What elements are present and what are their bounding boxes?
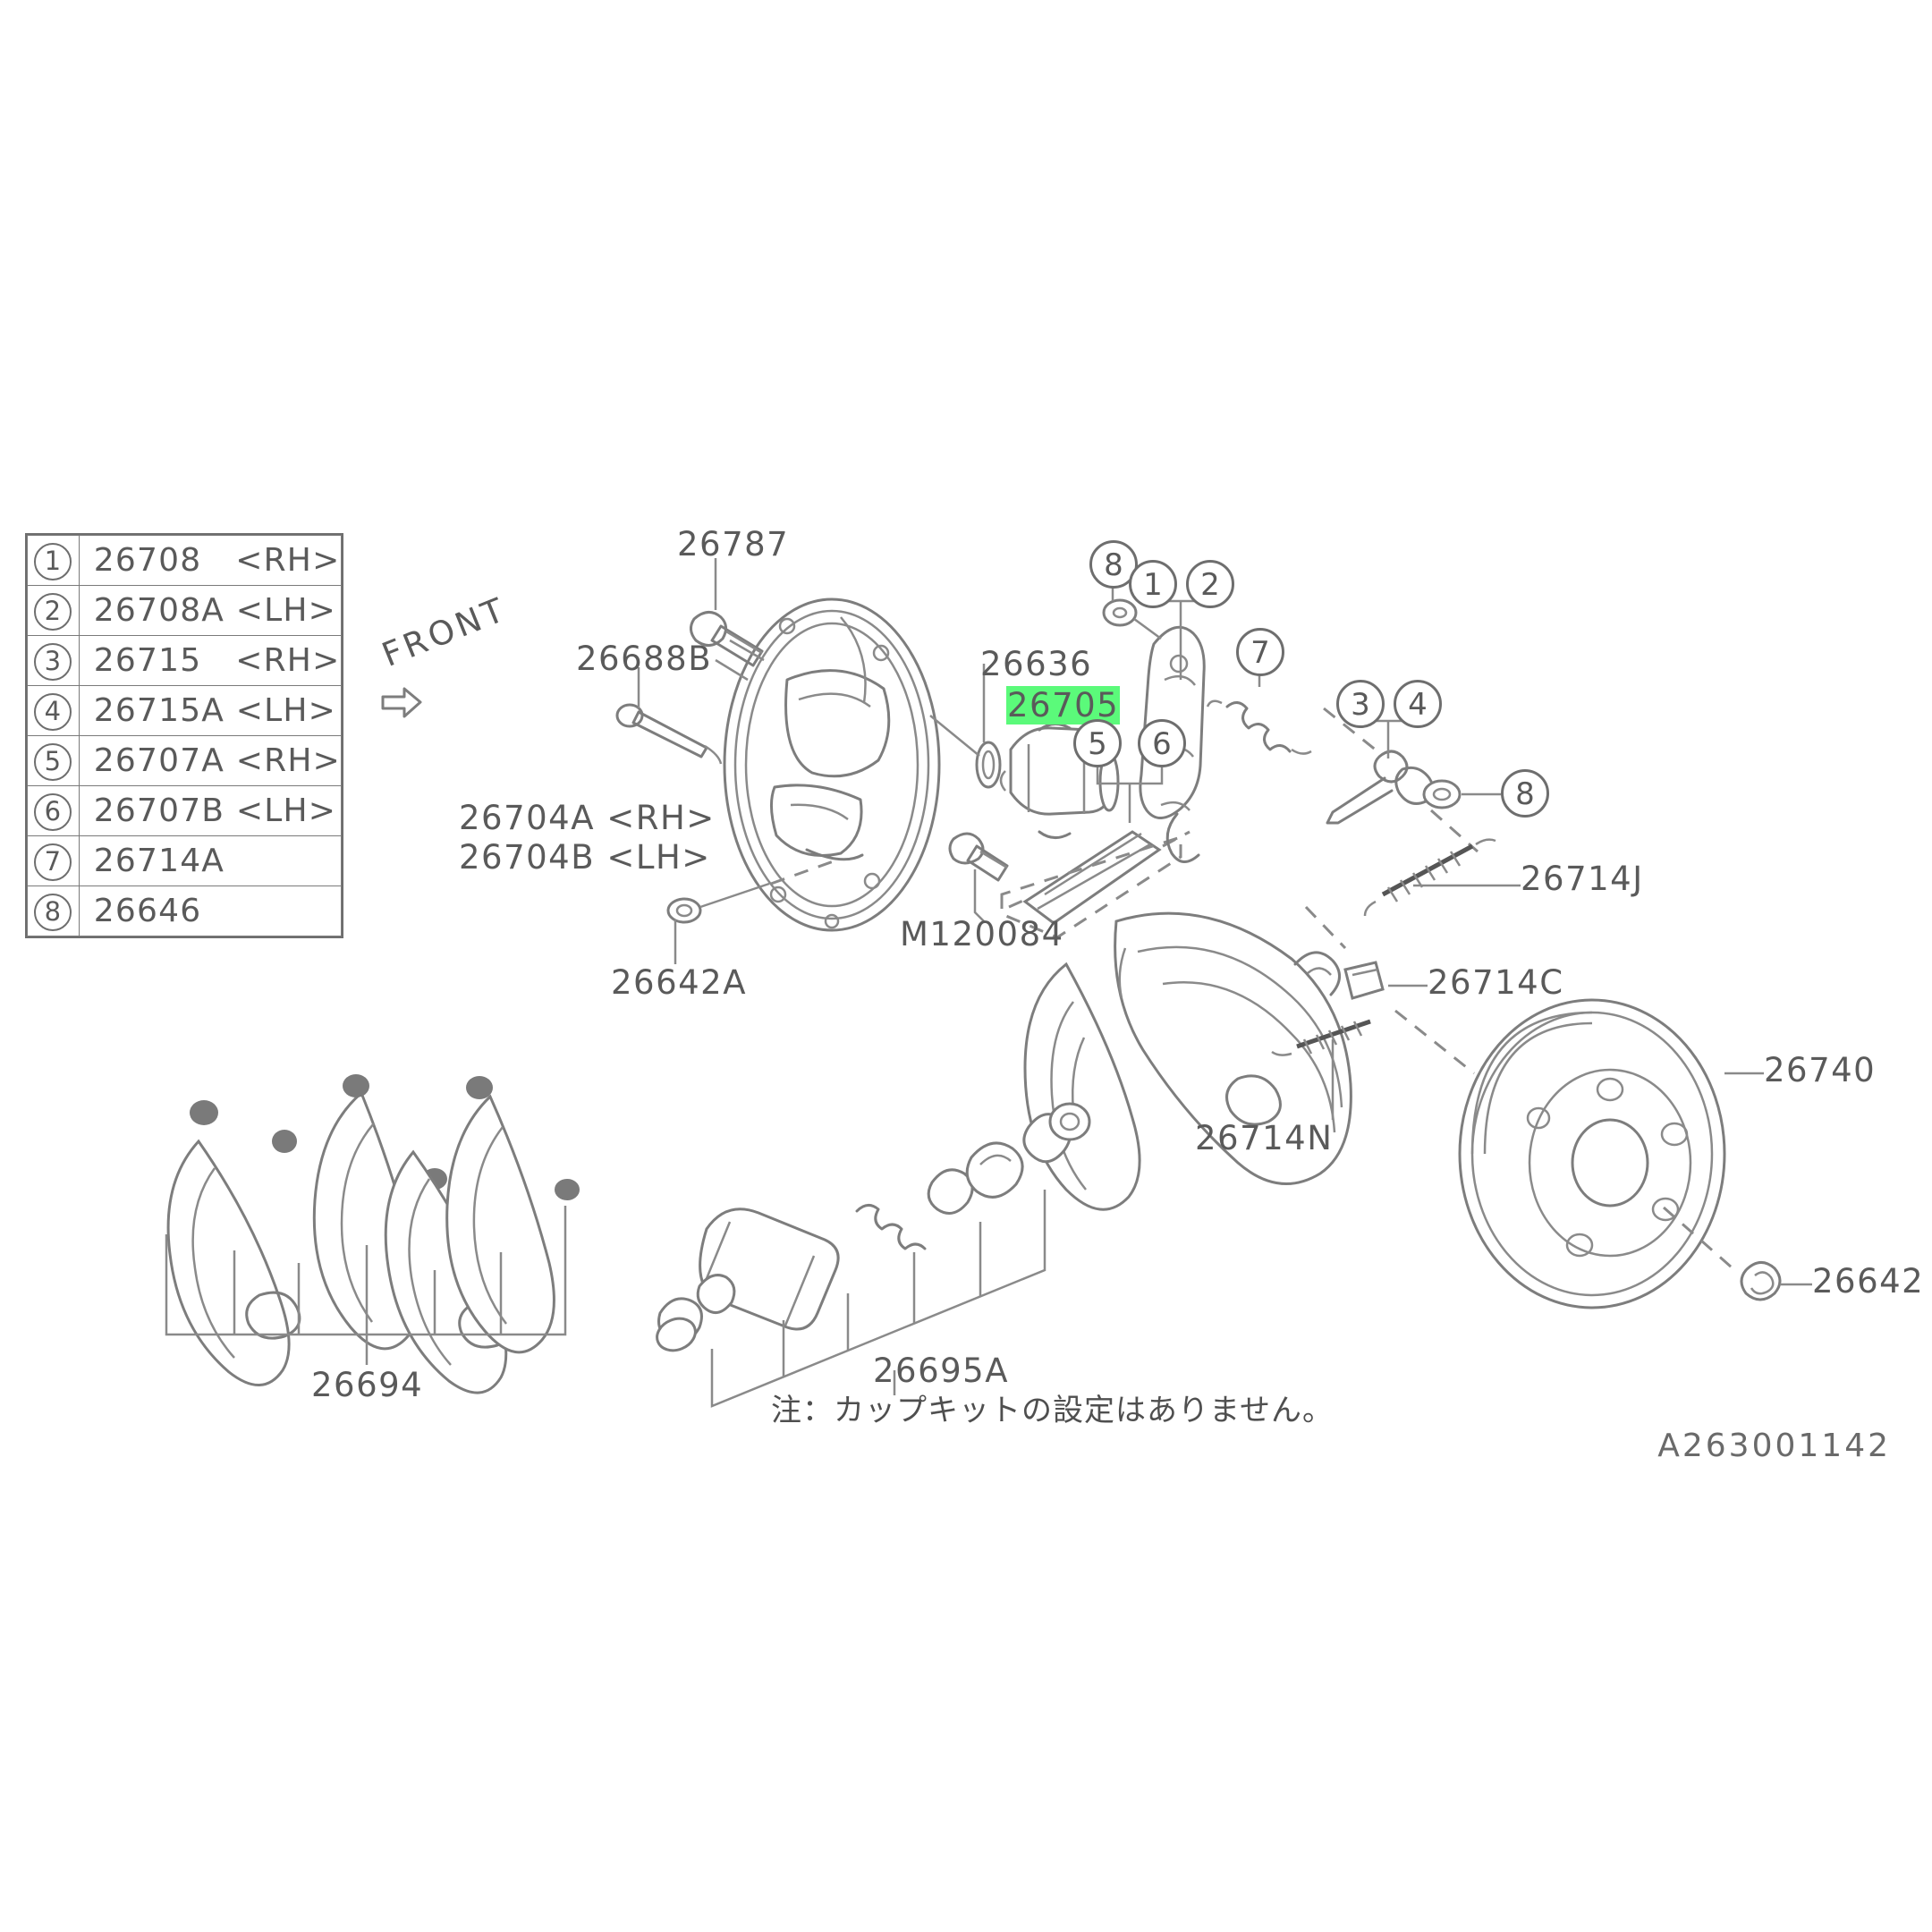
callout-7: 7: [1236, 628, 1284, 676]
clip-26714C: [1304, 905, 1385, 1000]
label-26714N: 26714N: [1195, 1119, 1334, 1157]
brake-drum-26740: [1394, 998, 1726, 1309]
legend-index-4: 4: [27, 685, 80, 736]
legend-part-6: 26707B <LH>: [78, 785, 343, 836]
strut-bar-assembly: [1000, 830, 1191, 939]
clip-26642A: [666, 857, 842, 924]
label-26636: 26636: [980, 645, 1093, 683]
note-japanese: 注：カップキットの設定はありません。: [771, 1393, 1334, 1428]
legend-part-8: 26646: [78, 886, 343, 936]
table-row: 7 26714A: [27, 835, 343, 886]
adjuster-assembly-26715: [1323, 707, 1479, 853]
callout-4: 4: [1394, 680, 1442, 728]
label-26704B: 26704B <LH>: [459, 838, 711, 877]
diagram-code: A263001142: [1657, 1428, 1891, 1464]
legend-index-5: 5: [27, 735, 80, 786]
callout-3: 3: [1336, 680, 1385, 728]
spring-26714N: [1271, 1019, 1371, 1056]
label-26642A: 26642A: [611, 963, 748, 1002]
leader-M120084: [973, 869, 985, 922]
pin-26688B: [615, 703, 723, 765]
label-26642: 26642: [1812, 1262, 1925, 1301]
nut-26642: [1663, 1206, 1782, 1301]
spring-26714J: [1363, 838, 1496, 917]
legend-index-6: 6: [27, 785, 80, 836]
wheel-cylinder-exploded-26695A: [656, 1102, 1091, 1408]
seal-26636: [975, 741, 1002, 789]
callout-2: 2: [1186, 560, 1234, 608]
table-row: 4 26715A <LH>: [27, 685, 343, 736]
label-26688B: 26688B: [576, 640, 713, 678]
leader-26636-b: [929, 715, 980, 757]
table-row: 1 26708 <RH>: [27, 535, 343, 586]
legend-index-1: 1: [27, 535, 80, 586]
legend-index-3: 3: [27, 635, 80, 686]
label-26740: 26740: [1764, 1051, 1877, 1089]
brake-shoe-set-26694: [165, 1074, 580, 1394]
callout-5: 5: [1073, 719, 1122, 767]
washer-26646-top: [1102, 598, 1162, 640]
table-row: 3 26715 <RH>: [27, 635, 343, 686]
legend-part-1: 26708 <RH>: [78, 535, 343, 586]
label-26695A: 26695A: [873, 1352, 1010, 1390]
legend-part-2: 26708A <LH>: [78, 585, 343, 636]
label-26787: 26787: [677, 525, 790, 564]
legend-index-7: 7: [27, 835, 80, 886]
legend-part-7: 26714A: [78, 835, 343, 886]
label-26714J: 26714J: [1521, 860, 1644, 898]
bolt-M120084: [948, 832, 1009, 882]
callout-8-right: 8: [1501, 769, 1549, 818]
table-row: 5 26707A <RH>: [27, 735, 343, 786]
legend-part-4: 26715A <LH>: [78, 685, 343, 736]
table-row: 8 26646: [27, 886, 343, 936]
legend-part-3: 26715 <RH>: [78, 635, 343, 686]
callout-6: 6: [1138, 719, 1186, 767]
label-26704A: 26704A <RH>: [459, 799, 716, 837]
spring-26714A: [1206, 699, 1312, 755]
legend-index-8: 8: [27, 886, 80, 936]
parts-legend-table: 1 26708 <RH> 2 26708A <LH> 3 26715 <RH> …: [25, 533, 343, 938]
table-row: 2 26708A <LH>: [27, 585, 343, 636]
front-direction-arrow: [381, 687, 422, 718]
label-M120084: M120084: [900, 915, 1064, 953]
backing-plate-assembly: [723, 597, 941, 932]
bolt-26787: [690, 611, 765, 682]
legend-part-5: 26707A <RH>: [78, 735, 343, 786]
label-26705: 26705: [1006, 686, 1121, 724]
legend-index-2: 2: [27, 585, 80, 636]
callout-1: 1: [1129, 560, 1177, 608]
label-26714C: 26714C: [1428, 963, 1564, 1002]
label-26694: 26694: [311, 1366, 424, 1404]
brake-shoe-assembly: [1023, 911, 1352, 1211]
table-row: 6 26707B <LH>: [27, 785, 343, 836]
